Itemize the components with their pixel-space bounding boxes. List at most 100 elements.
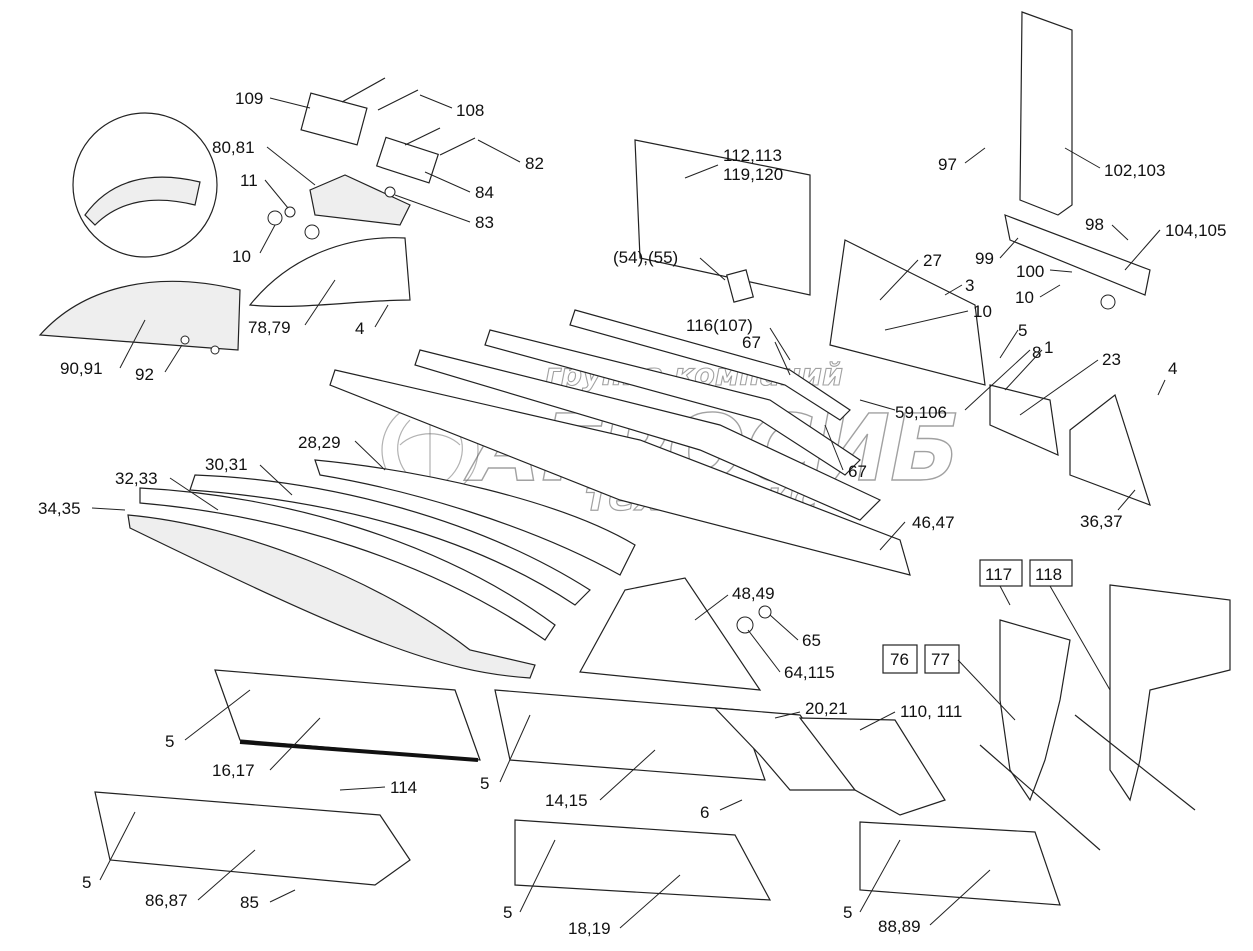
callout-104-105: 104,105	[1165, 221, 1226, 240]
leader-114	[339, 786, 386, 791]
leader-4b	[374, 304, 389, 328]
leader-104	[1124, 229, 1161, 271]
leader-99	[999, 237, 1019, 259]
callout-109: 109	[235, 89, 263, 108]
callout-5e: 5	[503, 903, 512, 922]
leader-82	[477, 139, 521, 163]
leader-10a	[259, 224, 276, 254]
leader-102	[1064, 147, 1101, 169]
pin-65	[758, 605, 772, 619]
leader-98	[1111, 224, 1129, 241]
leader-110	[859, 711, 896, 731]
frame-beam-3	[484, 329, 861, 476]
bracket-104-105	[1004, 214, 1151, 296]
callout-10c: 10	[973, 302, 992, 321]
callout-118: 118	[1035, 565, 1062, 584]
leader-88	[929, 869, 991, 926]
plate-84	[375, 136, 440, 184]
callout-100: 100	[1016, 262, 1044, 281]
tine-spike-76	[979, 744, 1101, 851]
leader-67a	[774, 341, 791, 376]
callout-16-17: 16,17	[212, 761, 255, 780]
leader-117	[999, 585, 1011, 606]
leader-18	[619, 874, 681, 929]
callout-11: 11	[240, 171, 258, 190]
callout-10a: 10	[232, 247, 251, 266]
leader-80-81	[266, 146, 316, 186]
plate-112-113	[634, 139, 811, 296]
frame-46-47	[329, 369, 911, 576]
callout-4a: 4	[1168, 359, 1177, 378]
bolt-82	[439, 137, 476, 156]
callout-48-49: 48,49	[732, 584, 775, 603]
leader-78	[304, 279, 336, 326]
callout-88-89: 88,89	[878, 917, 921, 936]
leader-5b	[184, 689, 251, 741]
boxed-callouts	[882, 559, 1073, 674]
callout-30-31: 30,31	[205, 455, 248, 474]
strip-32-33	[139, 487, 556, 641]
callout-10b: 10	[1015, 288, 1034, 307]
callout-64-115: 64,115	[784, 663, 835, 682]
leader-59	[859, 399, 896, 411]
callout-5a: 5	[1018, 321, 1027, 340]
callout-59-106: 59,106	[895, 403, 947, 422]
callout-99: 99	[975, 249, 994, 268]
tine-spike-77	[1074, 714, 1196, 811]
callout-5c: 5	[480, 774, 489, 793]
plate-36-37	[1069, 393, 1151, 506]
leader-4a	[1157, 379, 1166, 396]
callout-27: 27	[923, 251, 942, 270]
callout-3: 3	[965, 276, 974, 295]
bolt-92a	[180, 335, 190, 345]
callout-box-77	[924, 644, 960, 674]
bolt-92b	[210, 345, 220, 355]
leader-86	[197, 849, 256, 901]
callout-78-79: 78,79	[248, 318, 291, 337]
callout-65: 65	[802, 631, 821, 650]
leader-109	[269, 97, 311, 109]
callout-119-120: 119,120	[723, 165, 783, 184]
callout-14-15: 14,15	[545, 791, 588, 810]
plate-48-49	[579, 577, 762, 691]
callout-83: 83	[475, 213, 494, 232]
callout-23: 23	[1102, 350, 1121, 369]
callout-67b: 67	[848, 462, 867, 481]
leader-10c	[884, 310, 969, 331]
leader-34	[91, 507, 126, 511]
share-86-87	[94, 791, 411, 886]
leader-116	[769, 327, 791, 361]
frame-beam-4	[569, 309, 851, 421]
callout-76: 76	[890, 650, 909, 669]
callout-20-21: 20,21	[805, 699, 848, 718]
callout-6: 6	[700, 803, 709, 822]
leader-10b	[1039, 284, 1061, 298]
callout-labels: 109 108 80,81 82 11 84 83 10 112,113 119…	[38, 89, 1226, 938]
strip-30-31	[189, 474, 591, 606]
leader-6	[719, 799, 743, 811]
callout-108: 108	[456, 101, 484, 120]
leader-97	[964, 147, 986, 164]
callout-54-55: (54),(55)	[613, 248, 678, 267]
callout-8: 8	[1032, 343, 1041, 362]
callout-90-91: 90,91	[60, 359, 103, 378]
leader-11	[264, 179, 289, 209]
strip-34-35	[127, 514, 536, 679]
leader-85	[269, 889, 296, 903]
nut-104	[1100, 294, 1116, 310]
callout-5b: 5	[165, 732, 174, 751]
leader-1	[1004, 349, 1043, 391]
nut-10	[304, 224, 320, 240]
callout-92: 92	[135, 365, 154, 384]
callout-box-117	[979, 559, 1023, 587]
callout-5f: 5	[843, 903, 852, 922]
tine-76	[999, 619, 1071, 802]
strip-28-29	[314, 459, 636, 576]
leader-28	[354, 440, 386, 471]
callout-1: 1	[1044, 338, 1053, 357]
leader-8	[964, 349, 1031, 411]
nut-11	[267, 210, 283, 226]
leader-32	[169, 477, 219, 511]
parts-group	[38, 11, 1231, 906]
